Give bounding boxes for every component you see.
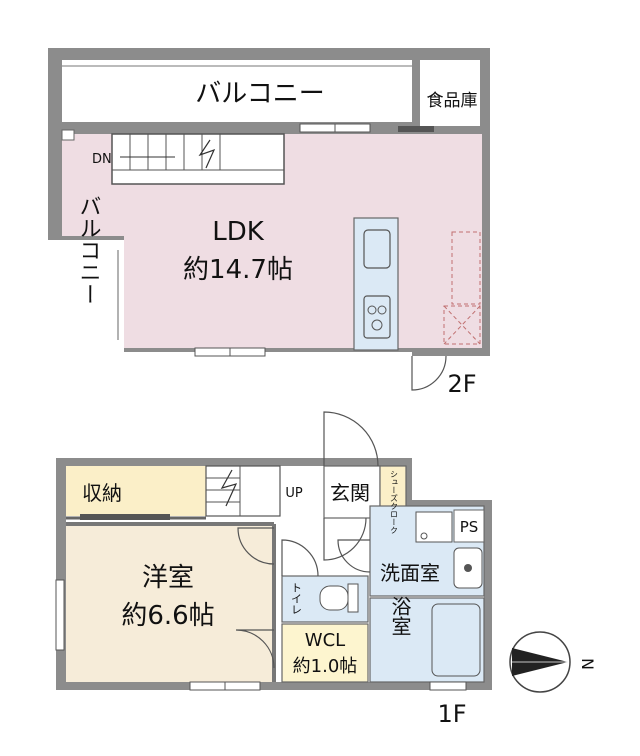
kitchen-counter	[353, 217, 399, 351]
pantry-area	[420, 60, 480, 126]
bath-label: 浴室	[388, 596, 412, 636]
stair-1f	[205, 465, 281, 517]
stair-dn-label: DN	[92, 152, 112, 167]
western-room-name-label: 洋室	[142, 563, 194, 593]
compass-ring	[509, 631, 571, 693]
ps-label: PS	[460, 518, 479, 536]
balcony-side-label: バルコニー	[76, 195, 101, 305]
floor-2f: バルコニー 食品庫 DN LDK 約14.7帖 バルコニー 2F	[48, 48, 490, 398]
shoe-closet-label: シューズクローク	[390, 470, 399, 534]
balcony-side-area	[56, 242, 118, 350]
stair-2f	[111, 133, 285, 185]
stair-up-label: UP	[285, 486, 303, 501]
pantry-label: 食品庫	[427, 91, 478, 111]
wcl-name-label: WCL	[305, 630, 345, 651]
balcony-top-label: バルコニー	[195, 79, 324, 109]
compass-letter: N	[578, 658, 597, 670]
compass: N	[509, 631, 597, 693]
storage-label: 収納	[82, 481, 122, 505]
ldk-name-label: LDK	[212, 217, 265, 247]
western-room-floor	[66, 524, 274, 682]
storage-floor	[66, 466, 206, 516]
wcl-floor	[281, 623, 369, 683]
balcony-top-area	[62, 60, 412, 122]
washroom-label: 洗面室	[380, 561, 440, 585]
western-room-size-label: 約6.6帖	[121, 601, 214, 631]
toilet-label: トイレ	[290, 582, 303, 615]
floor-1f-label: 1F	[437, 700, 466, 728]
ps-box	[453, 509, 485, 543]
wcl-size-label: 約1.0帖	[293, 656, 358, 677]
floor-1f: 収納 UP 玄関 シューズクローク PS 洋室 約6.6帖 トイレ 洗面室 WC…	[55, 411, 492, 728]
entrance-label: 玄関	[330, 481, 370, 505]
ldk-size-label: 約14.7帖	[183, 255, 293, 285]
floor-2f-label: 2F	[447, 370, 476, 398]
